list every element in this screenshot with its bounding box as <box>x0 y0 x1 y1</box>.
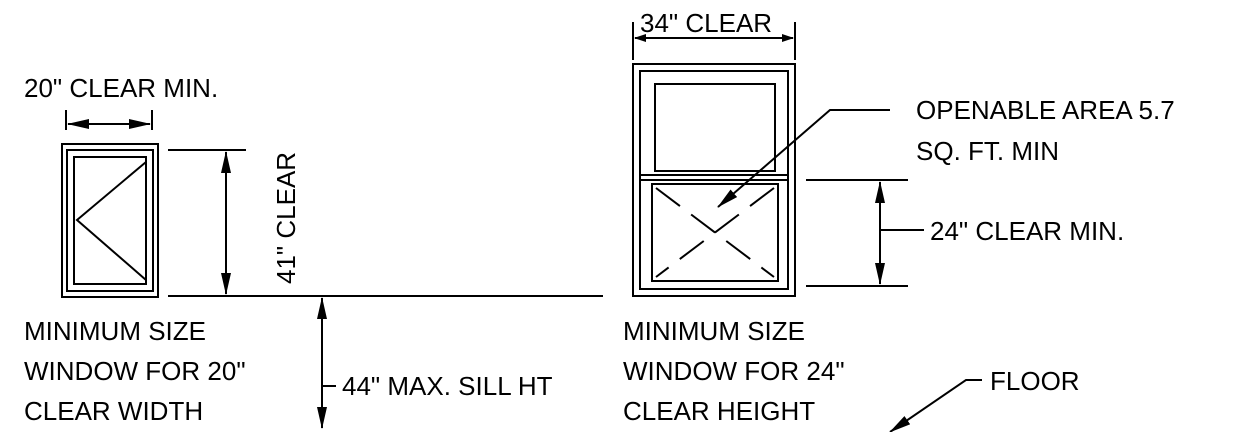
floor-leader <box>889 379 982 433</box>
right-window <box>632 63 796 297</box>
left-window-casement-swing <box>75 161 147 281</box>
sill-height-dimension <box>317 297 336 429</box>
sill-height-label: 44" MAX. SILL HT <box>342 371 553 401</box>
left-height-dimension <box>168 149 246 295</box>
openable-leader-line <box>717 109 890 208</box>
right-width-label: 34" CLEAR <box>640 8 772 38</box>
left-caption-line3: CLEAR WIDTH <box>24 396 203 426</box>
right-caption-line1: MINIMUM SIZE <box>623 316 805 346</box>
right-window-lower-sash <box>651 183 779 282</box>
right-window-upper-sash <box>654 83 776 172</box>
left-window <box>61 143 159 298</box>
openable-area-x <box>655 187 775 278</box>
left-height-label: 41" CLEAR <box>271 152 301 284</box>
left-window-outer-frame <box>61 143 159 298</box>
right-caption-line2: WINDOW FOR 24" <box>623 356 845 386</box>
right-caption-line3: CLEAR HEIGHT <box>623 396 815 426</box>
right-height-label: 24" CLEAR MIN. <box>930 216 1124 246</box>
left-window-inner-frame <box>66 149 154 292</box>
openable-area-label-line2: SQ. FT. MIN <box>916 136 1059 166</box>
right-height-dimension <box>806 179 924 287</box>
left-width-label: 20" CLEAR MIN. <box>24 73 218 103</box>
left-caption-line1: MINIMUM SIZE <box>24 316 206 346</box>
floor-leader-line <box>889 379 982 433</box>
floor-label: FLOOR <box>990 366 1080 396</box>
right-window-outer-frame <box>632 63 796 297</box>
left-width-dimension <box>65 110 153 130</box>
openable-diagonal-2 <box>655 187 775 278</box>
openable-area-leader <box>717 109 890 208</box>
left-window-sash <box>73 156 147 285</box>
openable-area-label-line1: OPENABLE AREA 5.7 <box>916 95 1175 125</box>
left-caption-line2: WINDOW FOR 20" <box>24 356 246 386</box>
right-width-dimension <box>632 22 796 60</box>
